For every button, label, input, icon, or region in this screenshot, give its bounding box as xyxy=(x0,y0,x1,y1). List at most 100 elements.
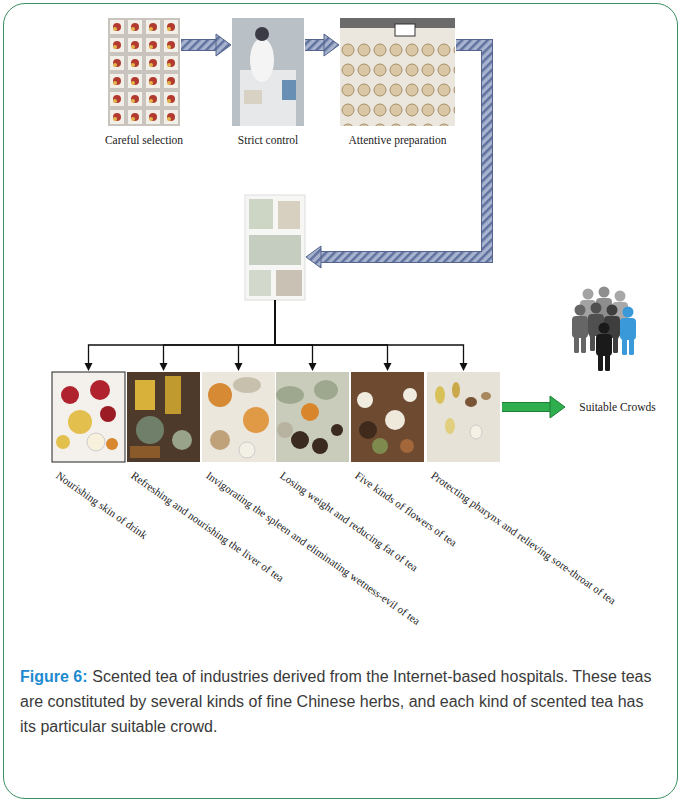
arrow-head xyxy=(309,363,317,371)
process-arrow xyxy=(305,34,339,56)
crowd-label: Suitable Crowds xyxy=(566,400,669,414)
tea-photo-weight-part xyxy=(301,403,319,421)
tea-photo-flowers-part xyxy=(403,388,417,402)
control-photo-part xyxy=(255,27,269,41)
tea-label: Losing weight and reducing fat of tea xyxy=(278,469,421,574)
tea-photo-weight-part xyxy=(276,386,304,404)
package-photo xyxy=(245,195,305,300)
step-label: Attentive preparation xyxy=(348,133,446,147)
tea-photo-spleen xyxy=(202,372,275,462)
crowd-arrow xyxy=(502,396,565,418)
tea-photo-spleen-part xyxy=(243,407,269,433)
tea-photo-skin-part xyxy=(90,380,110,400)
packages-photo-part xyxy=(276,270,302,296)
tea-photo-pharynx-part xyxy=(427,372,500,462)
tea-photo-pharynx-part xyxy=(452,382,460,398)
arrow-shaft xyxy=(275,300,388,363)
crowd-node: Suitable Crowds xyxy=(566,285,669,417)
tea-photo-skin-part xyxy=(56,435,70,449)
process-arrow xyxy=(181,34,231,56)
tea-photo: Nourishing skin of drink xyxy=(52,372,125,462)
tea-photo-skin-part xyxy=(106,438,118,450)
tea-photo-flowers-part xyxy=(372,438,388,454)
caption-block: Figure 6:Scented tea of industries deriv… xyxy=(20,664,662,739)
tea-photo-liver-part xyxy=(130,446,160,458)
preparation-photo-part xyxy=(340,18,455,126)
selection-photo xyxy=(108,18,180,126)
branch-arrow xyxy=(235,300,276,371)
tea-photo-flowers-part xyxy=(400,439,414,453)
figure-caption: Scented tea of industries derived from t… xyxy=(20,668,652,735)
arrow-head xyxy=(460,363,468,371)
control-photo-part xyxy=(244,90,262,104)
tea-photo-weight xyxy=(276,372,349,462)
tea-photo-pharynx-part xyxy=(481,392,491,400)
tea-photo-skin xyxy=(52,372,125,462)
arrow-outline xyxy=(502,402,550,412)
tea-photo-flowers-part xyxy=(351,372,424,462)
arrow-outline xyxy=(181,39,216,51)
tea-photo-pharynx-part xyxy=(465,397,477,407)
tea-label: Refreshing and nourishing the liver of t… xyxy=(129,469,287,585)
preparation-photo xyxy=(340,18,455,126)
arrow-shaft xyxy=(275,300,464,363)
process-photo: Careful selection xyxy=(108,18,180,126)
figure-number: Figure 6: xyxy=(20,668,88,685)
tea-photo-flowers-part xyxy=(357,392,373,408)
process-photo: Strict control xyxy=(232,18,304,126)
tea-photo-flowers xyxy=(351,372,424,462)
arrow-head xyxy=(384,363,392,371)
packages-photo-part xyxy=(245,195,305,300)
step-label: Careful selection xyxy=(105,133,183,147)
tea-photo-spleen-part xyxy=(210,430,230,450)
packages-photo-part xyxy=(278,201,300,229)
control-photo xyxy=(232,18,304,126)
tea-photo-weight-part xyxy=(312,438,328,454)
branch-arrow xyxy=(85,300,276,371)
people-icon-part xyxy=(596,323,612,372)
preparation-photo-part xyxy=(395,24,415,36)
arrow-shaft xyxy=(502,403,550,411)
tea-photo-liver xyxy=(127,372,200,462)
preparation-photo-part xyxy=(340,40,455,126)
tea-photo-skin-part xyxy=(61,386,79,404)
tea-photo-skin-part xyxy=(87,433,105,451)
branch-arrow xyxy=(275,300,392,371)
arrow-shaft xyxy=(89,300,276,363)
tea-photo-pharynx-part xyxy=(435,386,445,404)
arrow-shaft xyxy=(164,300,276,363)
tea-photo: Refreshing and nourishing the liver of t… xyxy=(127,372,200,462)
tea-photo: Protecting pharynx and relieving sore-th… xyxy=(427,372,500,462)
process-photo: Attentive preparation xyxy=(340,18,455,126)
tea-photo: Five kinds of flowers of tea xyxy=(351,372,424,462)
tea-photo-spleen-part xyxy=(202,372,275,462)
tea-photo: Invigorating the spleen and eliminating … xyxy=(202,372,275,462)
arrow-head xyxy=(324,34,339,56)
arrow-shaft xyxy=(321,45,487,257)
arrow-head xyxy=(216,34,231,56)
arrow-shaft xyxy=(275,300,313,363)
packages-photo-part xyxy=(249,270,271,296)
tea-photo-liver-part xyxy=(127,372,200,462)
tea-photo-spleen-part xyxy=(208,383,232,407)
tea-photo-pharynx xyxy=(427,372,500,462)
tea-photo-skin-part xyxy=(52,372,125,462)
tea-photo-flowers-part xyxy=(385,410,405,430)
branch-arrow xyxy=(275,300,468,371)
arrow-outline xyxy=(321,45,487,257)
tea-photo-weight-part xyxy=(314,380,338,400)
control-photo-part xyxy=(250,38,274,82)
tea-photo-flowers-part xyxy=(359,421,377,439)
people-icon-part xyxy=(620,307,636,356)
tea-photo-skin-part xyxy=(100,406,116,422)
tea-photo-spleen-part xyxy=(233,377,261,393)
tea-photo-weight-part xyxy=(277,422,293,438)
tea-photo-weight-part xyxy=(291,431,309,449)
branch-arrow xyxy=(275,300,317,371)
tea-photo-liver-part xyxy=(136,416,164,444)
arrow-head xyxy=(235,363,243,371)
tea-photo-skin-part xyxy=(68,410,92,434)
control-photo-part xyxy=(232,18,304,126)
tea-photo: Losing weight and reducing fat of tea xyxy=(276,372,349,462)
step-label: Strict control xyxy=(238,133,298,147)
